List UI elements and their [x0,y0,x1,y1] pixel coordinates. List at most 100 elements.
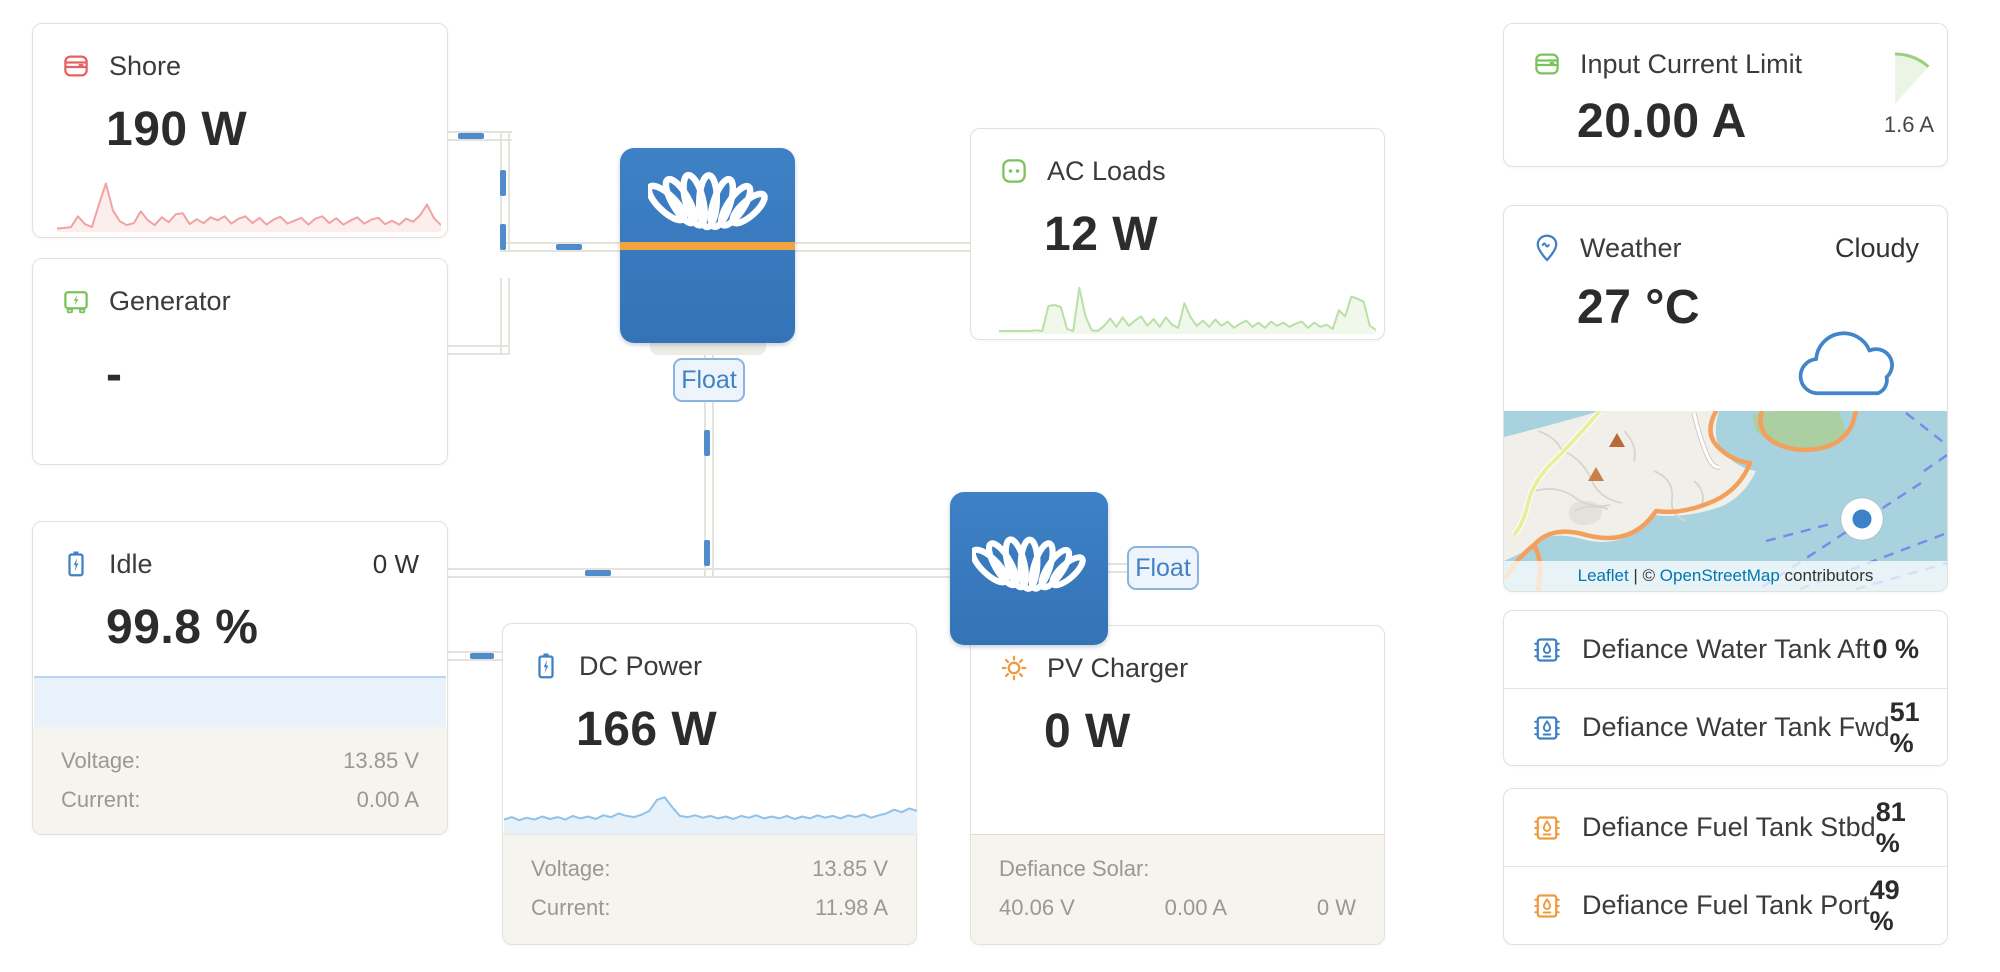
mppt-state-badge[interactable]: Float [1127,546,1199,590]
fuel-tank-icon [1534,893,1560,918]
pv-charger-label: PV Charger [1047,652,1189,683]
weather-temperature: 27 °C [1577,281,1701,334]
shore-value: 190 W [106,103,248,156]
battery-current-value: 0.00 A [356,787,419,812]
map-attribution: Leaflet | © OpenStreetMap contributors [1504,561,1947,591]
battery-state-label: Idle [109,548,153,579]
wire-ac-out [793,242,970,252]
dc-power-card[interactable]: DC Power 166 W Voltage: 13.85 V Current:… [502,623,917,945]
water-tank-icon [1534,637,1560,662]
dc-current-label: Current: [531,895,611,920]
dc-voltage-label: Voltage: [531,856,611,881]
dc-battery-icon [538,652,554,679]
tank-row-water-fwd[interactable]: Defiance Water Tank Fwd 51 % [1504,688,1947,766]
flow-dash [458,133,484,139]
weather-condition: Cloudy [1834,232,1919,263]
location-pin-icon [1536,234,1558,262]
gauge-current-value: 1.6 A [1883,112,1935,137]
tank-label: Defiance Fuel Tank Stbd [1582,812,1876,842]
wire-inverter-dc [704,343,714,578]
pv-voltage-value: 40.06 V [999,895,1075,920]
pv-power-value: 0 W [1316,895,1356,920]
pv-charger-card[interactable]: PV Charger 0 W Defiance Solar: 40.06 V 0… [970,625,1385,945]
tank-level-value: 49 % [1869,874,1900,936]
inverter-state-badge[interactable]: Float [673,358,745,402]
generator-icon [64,291,88,314]
current-gauge-icon [1894,52,1930,104]
inverter-charger-device[interactable] [620,148,795,343]
flow-dash [500,170,506,196]
tank-level-value: 81 % [1875,796,1906,858]
wire-generator-out [448,345,510,355]
generator-value: - [106,348,123,401]
dc-power-label: DC Power [579,650,703,681]
pv-charger-details: Defiance Solar: 40.06 V 0.00 A 0 W [971,834,1384,944]
dc-voltage-value: 13.85 V [812,856,888,881]
battery-soc-bar [34,676,446,729]
wire-shore-out [448,131,512,141]
fuel-tank-icon [1534,815,1560,840]
wire-battery-dcload [448,651,504,661]
openstreetmap-link[interactable]: OpenStreetMap [1659,566,1780,585]
dc-current-value: 11.98 A [815,895,888,920]
wire-dc-bus [448,568,952,578]
victron-logo-icon [972,530,1086,602]
shore-sparkline [57,182,441,232]
wire-ac-in [500,242,622,252]
shore-power-icon [64,55,88,77]
water-tanks-card[interactable]: Defiance Water Tank Aft 0 % Defiance Wat… [1503,610,1948,766]
battery-voltage-value: 13.85 V [343,748,419,773]
generator-card[interactable]: Generator - [32,258,448,465]
tank-label: Defiance Fuel Tank Port [1582,890,1870,920]
dc-power-sparkline [504,796,917,834]
tank-label: Defiance Water Tank Fwd [1582,712,1890,742]
dc-power-value: 166 W [576,703,718,756]
sun-icon [1001,655,1027,681]
battery-current-label: Current: [61,787,141,812]
tank-level-value: 51 % [1889,696,1920,758]
ac-loads-label: AC Loads [1047,155,1166,186]
location-map[interactable]: Leaflet | © OpenStreetMap contributors [1504,411,1947,591]
flow-dash [470,653,494,659]
flow-dash [585,570,611,576]
map-position-marker [1840,497,1884,541]
input-limit-value: 20.00 A [1577,95,1747,148]
tank-row-fuel-port[interactable]: Defiance Fuel Tank Port 49 % [1504,866,1947,944]
shore-card[interactable]: Shore 190 W [32,23,448,238]
tank-row-fuel-stbd[interactable]: Defiance Fuel Tank Stbd 81 % [1504,789,1947,866]
battery-idle-card[interactable]: Idle 0 W 99.8 % Voltage: 13.85 V Current… [32,521,448,835]
ac-loads-value: 12 W [1044,208,1159,261]
battery-icon [68,550,84,577]
tank-row-water-aft[interactable]: Defiance Water Tank Aft 0 % [1504,611,1947,688]
tank-label: Defiance Water Tank Aft [1582,634,1871,664]
dc-power-details: Voltage: 13.85 V Current: 11.98 A [503,834,916,944]
flow-dash [704,540,710,566]
cloud-icon [1798,331,1894,396]
mppt-solar-charger-device[interactable] [950,492,1108,645]
shore-power-icon [1535,53,1559,75]
battery-details: Voltage: 13.85 V Current: 0.00 A [33,727,447,834]
ac-loads-sparkline [999,286,1376,334]
tank-level-value: 0 % [1872,634,1919,664]
pv-current-value: 0.00 A [1164,895,1228,920]
water-tank-icon [1534,715,1560,740]
generator-label: Generator [109,285,231,316]
inverter-state-text: Float [681,365,737,394]
battery-voltage-label: Voltage: [61,748,141,773]
wire-generator-up [500,278,510,355]
leaflet-link[interactable]: Leaflet [1577,566,1629,585]
victron-logo-icon [648,166,768,240]
mppt-state-text: Float [1135,553,1191,582]
pv-tracker-label: Defiance Solar: [999,856,1150,881]
ac-socket-icon [1002,159,1026,183]
shore-label: Shore [109,50,182,81]
inverter-ac-stripe [620,242,795,250]
weather-card[interactable]: Weather Cloudy 27 °C [1503,205,1948,592]
map-tiles [1504,411,1947,591]
flow-dash [704,430,710,456]
input-current-limit-card[interactable]: Input Current Limit 20.00 A 1.6 A [1503,23,1948,167]
fuel-tanks-card[interactable]: Defiance Fuel Tank Stbd 81 % Defiance Fu… [1503,788,1948,945]
ac-loads-card[interactable]: AC Loads 12 W [970,128,1385,340]
flow-dash [500,224,506,250]
battery-power-value: 0 W [372,548,419,579]
